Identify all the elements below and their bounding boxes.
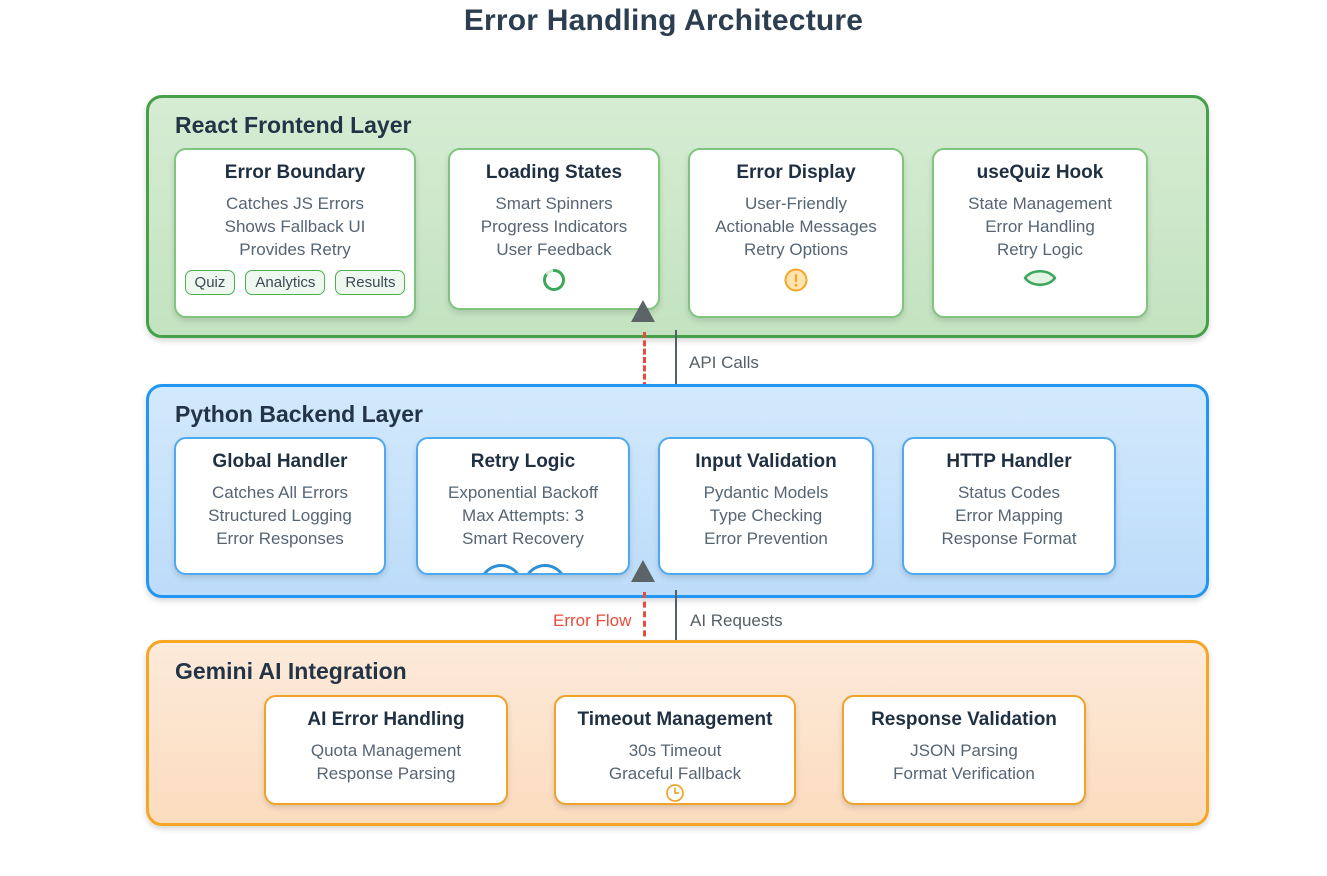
card-line: Format Verification: [893, 764, 1035, 783]
card-lines: Exponential Backoff Max Attempts: 3 Smar…: [418, 481, 628, 550]
card-title: Loading States: [485, 162, 623, 183]
card-line: Actionable Messages: [715, 217, 877, 236]
card-title: Timeout Management: [577, 709, 773, 730]
icon-slot: [934, 267, 1146, 289]
spinner-icon: [543, 268, 566, 291]
icon-slot: [556, 783, 794, 803]
card-title: Error Boundary: [224, 162, 366, 183]
card-title: Error Display: [736, 162, 856, 183]
card-title: Input Validation: [695, 451, 837, 472]
card-input-validation[interactable]: Input Validation Pydantic Models Type Ch…: [658, 437, 874, 575]
card-line: Structured Logging: [208, 506, 352, 525]
layer-title-python-backend: Python Backend Layer: [175, 401, 423, 427]
card-line: Type Checking: [709, 506, 823, 525]
card-lines: 30s Timeout Graceful Fallback: [556, 739, 794, 785]
card-line: Shows Fallback UI: [224, 217, 366, 236]
connector-api-calls-line: [675, 330, 677, 402]
card-line: User-Friendly: [744, 194, 848, 213]
card-error-boundary[interactable]: Error Boundary Catches JS Errors Shows F…: [174, 148, 416, 318]
icon-slot: [418, 554, 628, 573]
card-title: Response Validation: [871, 709, 1057, 730]
card-line: Quota Management: [310, 741, 462, 760]
connector-error-flow-arrowhead-bottom: [631, 560, 655, 582]
card-line: Catches All Errors: [211, 483, 349, 502]
card-loading-states[interactable]: Loading States Smart Spinners Progress I…: [448, 148, 660, 310]
card-lines: Quota Management Response Parsing: [266, 739, 506, 785]
card-line: Graceful Fallback: [608, 764, 742, 783]
connector-label-api-calls: API Calls: [689, 353, 759, 372]
card-lines: Smart Spinners Progress Indicators User …: [450, 192, 658, 261]
card-line: Error Responses: [216, 529, 344, 548]
connector-error-flow-arrowhead-top: [631, 300, 655, 322]
card-global-handler[interactable]: Global Handler Catches All Errors Struct…: [174, 437, 386, 575]
card-line: Catches JS Errors: [226, 194, 364, 213]
card-line: Max Attempts: 3: [462, 506, 584, 525]
card-line: Response Format: [941, 529, 1077, 548]
connector-ai-requests-line: [675, 590, 677, 660]
chip-group: Quiz Analytics Results: [176, 270, 414, 295]
card-lines: Status Codes Error Mapping Response Form…: [904, 481, 1114, 550]
card-ai-error-handling[interactable]: AI Error Handling Quota Management Respo…: [264, 695, 508, 805]
page-title: Error Handling Architecture: [463, 4, 864, 37]
card-lines: Pydantic Models Type Checking Error Prev…: [660, 481, 872, 550]
card-error-display[interactable]: Error Display User-Friendly Actionable M…: [688, 148, 904, 318]
card-lines: Catches All Errors Structured Logging Er…: [176, 481, 384, 550]
warning-exclamation-icon: [784, 268, 808, 292]
card-line: Error Prevention: [704, 529, 828, 548]
card-title: useQuiz Hook: [976, 162, 1104, 183]
connector-error-flow-dashed-bottom: [643, 592, 646, 646]
card-line: 30s Timeout: [628, 741, 722, 760]
refresh-arcs-icon: [483, 564, 563, 573]
card-timeout-management[interactable]: Timeout Management 30s Timeout Graceful …: [554, 695, 796, 805]
chip-quiz[interactable]: Quiz: [184, 270, 236, 295]
connector-label-error-flow: Error Flow: [553, 611, 632, 630]
card-line: Exponential Backoff: [448, 483, 598, 502]
card-line: User Feedback: [496, 240, 612, 259]
card-line: Status Codes: [957, 483, 1061, 502]
card-line: Provides Retry: [239, 240, 351, 259]
card-title: Global Handler: [212, 451, 348, 472]
card-line: Response Parsing: [316, 764, 456, 783]
card-line: Retry Options: [744, 240, 848, 259]
card-line: Smart Recovery: [462, 529, 584, 548]
card-line: Retry Logic: [997, 240, 1083, 259]
card-lines: User-Friendly Actionable Messages Retry …: [690, 192, 902, 261]
card-title: Retry Logic: [470, 451, 576, 472]
card-lines: Catches JS Errors Shows Fallback UI Prov…: [176, 192, 414, 261]
card-lines: State Management Error Handling Retry Lo…: [934, 192, 1146, 261]
card-response-validation[interactable]: Response Validation JSON Parsing Format …: [842, 695, 1086, 805]
connector-error-flow-dashed-top: [643, 332, 646, 388]
card-title: AI Error Handling: [307, 709, 465, 730]
card-line: Smart Spinners: [495, 194, 613, 213]
card-line: Pydantic Models: [703, 483, 829, 502]
connector-label-ai-requests: AI Requests: [690, 611, 783, 630]
icon-slot: [450, 267, 658, 293]
layer-title-gemini-ai: Gemini AI Integration: [175, 658, 407, 684]
clock-icon: [666, 784, 684, 802]
icon-slot: [690, 267, 902, 293]
chip-analytics[interactable]: Analytics: [245, 270, 326, 295]
card-retry-logic[interactable]: Retry Logic Exponential Backoff Max Atte…: [416, 437, 630, 575]
card-lines: JSON Parsing Format Verification: [844, 739, 1084, 785]
card-line: State Management: [968, 194, 1112, 213]
card-line: Progress Indicators: [480, 217, 628, 236]
chip-results[interactable]: Results: [335, 270, 406, 295]
layer-title-react-frontend: React Frontend Layer: [175, 112, 412, 138]
card-line: Error Handling: [985, 217, 1095, 236]
card-title: HTTP Handler: [946, 451, 1072, 472]
card-line: Error Mapping: [955, 506, 1063, 525]
card-http-handler[interactable]: HTTP Handler Status Codes Error Mapping …: [902, 437, 1116, 575]
card-line: JSON Parsing: [910, 741, 1018, 760]
eye-lens-icon: [1023, 269, 1057, 287]
card-usequiz-hook[interactable]: useQuiz Hook State Management Error Hand…: [932, 148, 1148, 318]
